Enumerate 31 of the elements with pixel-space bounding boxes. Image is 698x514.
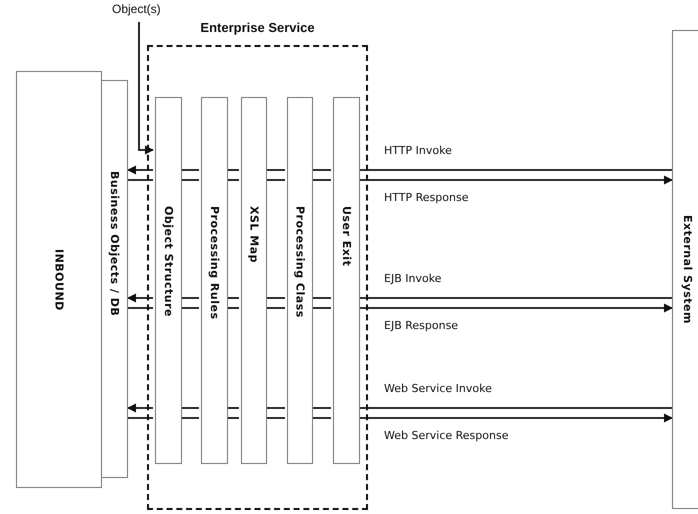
edge-label: Web Service Response [383,429,510,442]
vertical-label: INBOUND [52,248,66,310]
vertical-label: Processing Class [294,206,306,318]
vertical-label: Business Objects / DB [108,171,121,316]
system-box [16,71,102,488]
component-bar [155,97,182,464]
arrow [358,414,673,422]
vertical-label: Processing Rules [208,206,221,320]
arrow [358,304,673,312]
group-title: Enterprise Service [199,20,316,35]
edge-label: HTTP Response [383,191,470,204]
edge-label: EJB Response [383,319,460,332]
edge-label: EJB Invoke [383,272,442,285]
vertical-label: External System [681,215,694,324]
vertical-label: XSL Map [248,206,260,263]
vertical-label: Object Structure [162,206,175,317]
vertical-label: User Exit [340,206,353,266]
component-bar [287,97,313,464]
component-bar [101,80,128,478]
component-bar [241,97,267,464]
leader-line [138,22,154,154]
component-bar [201,97,228,464]
component-bar [333,97,360,464]
arrow [127,404,153,412]
edge-label: HTTP Invoke [383,144,453,157]
object-label: Object(s) [112,2,161,16]
system-box [672,30,698,509]
arrow [127,294,153,302]
arrow [127,166,153,174]
arrow [358,176,673,184]
edge-label: Web Service Invoke [383,382,493,395]
